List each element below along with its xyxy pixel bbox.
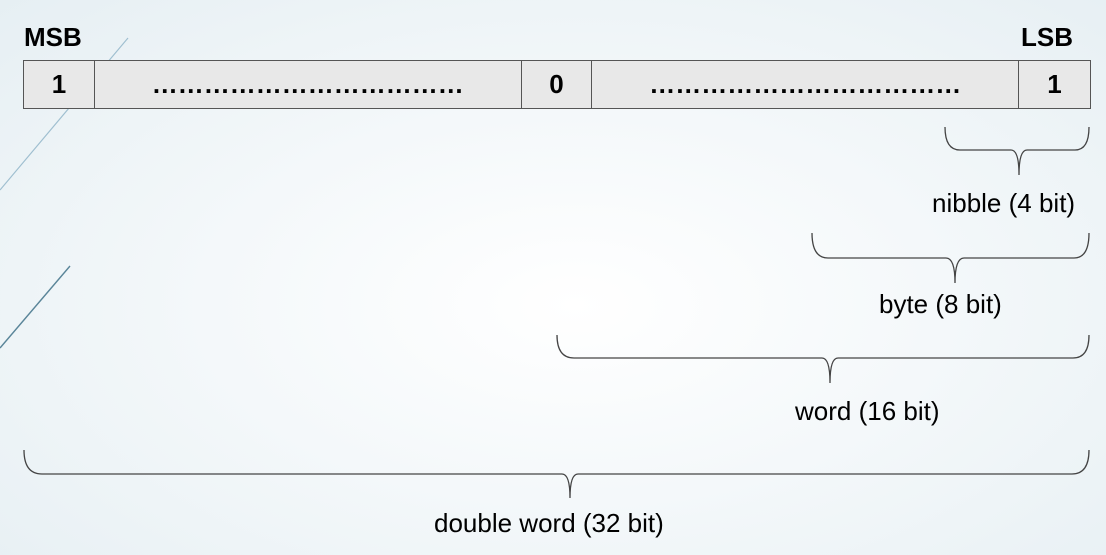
bit-cell-lsb: 1 (1047, 69, 1062, 99)
decor-line-bottom (0, 265, 71, 349)
lsb-label: LSB (1021, 22, 1073, 52)
bit-cell-middle: 0 (522, 61, 593, 108)
bit-cell-ellipsis-right: ……………………………… (592, 61, 1020, 108)
msb-label: MSB (24, 22, 82, 52)
bit-register: 1 ……………………………… 0 ……………………………… 1 (23, 60, 1091, 109)
double-word-label: double word (32 bit) (434, 508, 664, 538)
nibble-label: nibble (4 bit) (932, 188, 1076, 218)
nibble-bracket (944, 126, 1090, 176)
byte-bracket (811, 232, 1090, 284)
byte-label: byte (8 bit) (879, 289, 1002, 319)
bit-cell-ellipsis-left: ……………………………… (95, 61, 522, 108)
word-label: word (16 bit) (795, 396, 940, 426)
word-bracket (556, 334, 1090, 384)
double-word-bracket (23, 449, 1090, 499)
bit-cell-msb: 1 (24, 61, 95, 108)
